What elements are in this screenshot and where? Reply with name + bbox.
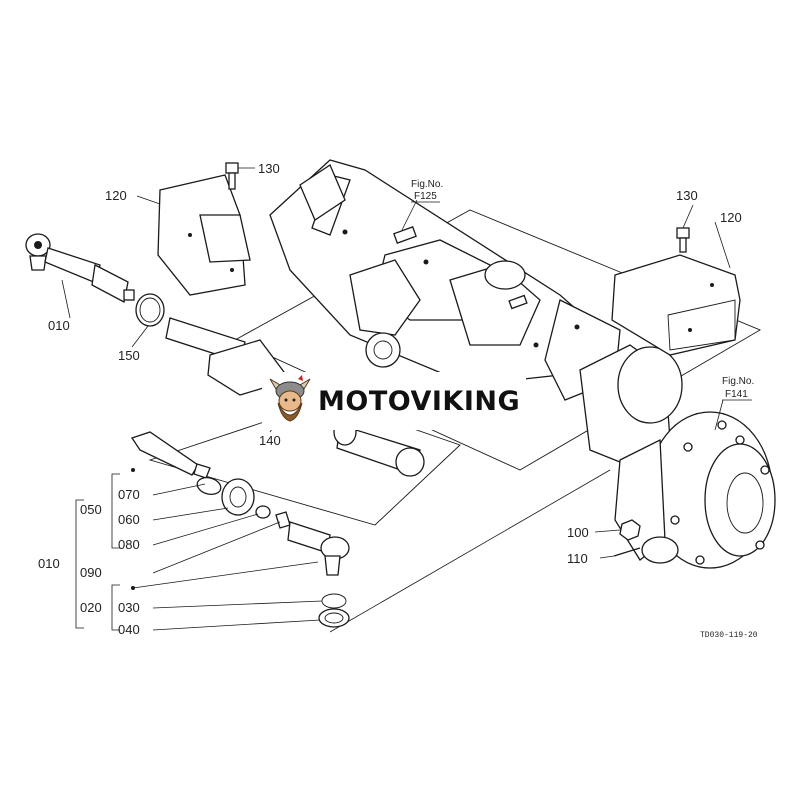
- bolt-left-130: [225, 162, 239, 190]
- figref-final-label: Fig.No.: [722, 376, 754, 387]
- watermark-text: MOTOVIKING: [318, 385, 521, 417]
- callout-snap-ring: 150: [118, 348, 140, 363]
- right-cover-120: [611, 254, 741, 356]
- callout-boot-060: 060: [118, 512, 140, 527]
- callouts: 120 130 130 120 010 150 140 100 110 010 …: [38, 161, 742, 637]
- viking-mascot-icon: [269, 375, 311, 422]
- left-cover-120: [157, 174, 251, 296]
- callout-rod-070: 070: [118, 487, 140, 502]
- drawing-number: TD030-119-20: [700, 631, 758, 640]
- tie-rod-assembly-left: [25, 233, 135, 303]
- callout-nut-090: 090: [80, 565, 102, 580]
- figref-axle-number: F125: [414, 191, 437, 202]
- callout-clamp-080: 080: [118, 537, 140, 552]
- watermark: MOTOVIKING: [262, 372, 527, 430]
- callout-seal-040: 040: [118, 622, 140, 637]
- bolt-right-130: [676, 227, 690, 253]
- callout-bolt-right: 130: [676, 188, 698, 203]
- ring-030: [321, 593, 347, 609]
- callout-group-050: 050: [80, 502, 102, 517]
- figref-final-number: F141: [725, 389, 748, 400]
- callout-cylinder-assy: 140: [259, 433, 281, 448]
- callout-group-020: 020: [80, 600, 102, 615]
- figref-axle-label: Fig.No.: [411, 179, 443, 190]
- callout-cover-right: 120: [720, 210, 742, 225]
- callout-cover-left: 120: [105, 188, 127, 203]
- figure-references: Fig.No. F125 Fig.No. F141: [411, 179, 754, 401]
- callout-tie-rod-end-left: 010: [48, 318, 70, 333]
- callout-split-pin: 110: [567, 551, 588, 566]
- callout-ring-030: 030: [118, 600, 140, 615]
- callout-bolt-left: 130: [258, 161, 280, 176]
- split-pin-110: [613, 547, 641, 557]
- final-case-hub: [579, 344, 776, 569]
- leader-lines: [61, 167, 731, 631]
- callout-nut: 100: [567, 525, 589, 540]
- seal-040: [318, 608, 350, 628]
- callout-group-010: 010: [38, 556, 60, 571]
- inner-tie-rod-group: [130, 431, 350, 576]
- axle-housing: [269, 159, 621, 401]
- nut-100: [619, 519, 641, 541]
- snap-ring-150: [135, 293, 165, 327]
